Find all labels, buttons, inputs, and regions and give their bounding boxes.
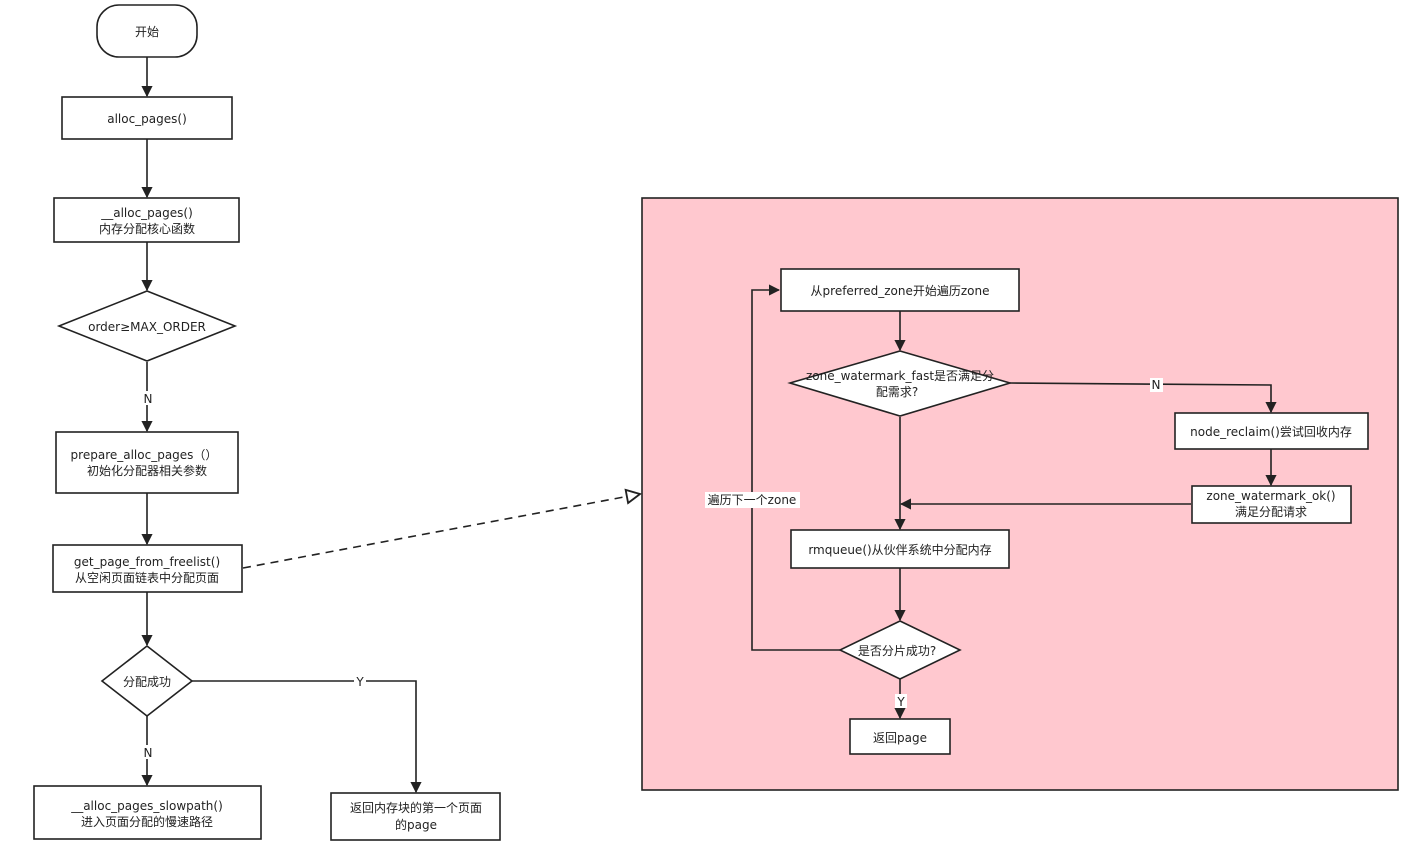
return-page-node xyxy=(849,718,951,755)
rmqueue-node xyxy=(790,529,1010,569)
return-first-page-label: 返回内存块的第一个页面 xyxy=(350,800,482,815)
order-check-decision xyxy=(56,290,238,362)
alloc-success-label: 分配成功 xyxy=(123,675,171,689)
iterate-zones-node xyxy=(780,268,1020,312)
get-page-from-freelist-label: get_page_from_freelist() xyxy=(74,555,220,569)
order-check-label: order≥MAX_ORDER xyxy=(88,320,206,334)
get-page-from-freelist-node xyxy=(52,544,243,593)
edge-label-split-yes: Y xyxy=(896,695,905,709)
prepare-alloc-pages-label: prepare_alloc_pages（） xyxy=(71,448,218,462)
watermark-fast-label-2: 配需求? xyxy=(876,385,918,399)
label-bg-split-yes xyxy=(895,694,907,708)
label-bg-order-no xyxy=(142,391,154,405)
label-bg-success-yes xyxy=(354,675,366,689)
alloc-pages-slowpath-desc: 进入页面分配的慢速路径 xyxy=(81,814,213,829)
split-success-label: 是否分片成功? xyxy=(858,644,936,658)
alloc-success-decision xyxy=(100,644,194,718)
split-success-decision xyxy=(838,620,962,680)
iterate-zones-label: 从preferred_zone开始遍历zone xyxy=(811,284,990,298)
label-bg-success-no xyxy=(142,745,154,759)
edge-watermark-no-to-reclaim xyxy=(1009,382,1277,414)
label-bg-next-zone xyxy=(705,492,800,508)
alloc-pages-slowpath-label: __alloc_pages_slowpath() xyxy=(70,799,223,813)
prepare-alloc-pages-node xyxy=(55,431,239,494)
prepare-alloc-pages-desc: 初始化分配器相关参数 xyxy=(87,463,207,478)
alloc-pages-node xyxy=(61,96,233,140)
edge-label-success-yes: Y xyxy=(355,675,364,689)
start-label: 开始 xyxy=(135,25,159,39)
watermark-fast-decision xyxy=(787,350,1013,417)
label-bg-watermark-no xyxy=(1150,378,1163,392)
alloc-pages-core-label: __alloc_pages() xyxy=(100,206,193,220)
alloc-pages-core-desc: 内存分配核心函数 xyxy=(99,221,195,236)
return-first-page-label-2: 的page xyxy=(395,817,437,832)
watermark-ok-label: zone_watermark_ok() xyxy=(1206,489,1335,503)
edge-label-next-zone: 遍历下一个zone xyxy=(708,493,797,507)
alloc-pages-core-node xyxy=(53,197,240,243)
node-reclaim-label: node_reclaim()尝试回收内存 xyxy=(1190,424,1352,439)
edge-split-fail-to-iterate xyxy=(751,284,840,651)
edge-success-to-return-first-page xyxy=(192,680,422,794)
node-reclaim-node xyxy=(1174,412,1369,450)
alloc-pages-slowpath-node xyxy=(33,785,262,840)
alloc-pages-label: alloc_pages() xyxy=(107,112,187,126)
watermark-fast-label: zone_watermark_fast是否满足分 xyxy=(806,369,994,383)
edge-label-watermark-no: N xyxy=(1152,378,1161,392)
get-page-from-freelist-desc: 从空闲页面链表中分配页面 xyxy=(75,570,219,585)
rmqueue-label: rmqueue()从伙伴系统中分配内存 xyxy=(808,542,991,557)
return-first-page-node xyxy=(330,792,501,841)
return-page-label: 返回page xyxy=(873,731,927,745)
start-node xyxy=(96,4,198,58)
edge-freelist-zoom-to-panel xyxy=(242,494,640,569)
edge-label-order-no: N xyxy=(144,392,153,406)
watermark-ok-desc: 满足分配请求 xyxy=(1235,505,1307,519)
edge-label-success-no: N xyxy=(144,746,153,760)
watermark-ok-node xyxy=(1191,485,1352,524)
